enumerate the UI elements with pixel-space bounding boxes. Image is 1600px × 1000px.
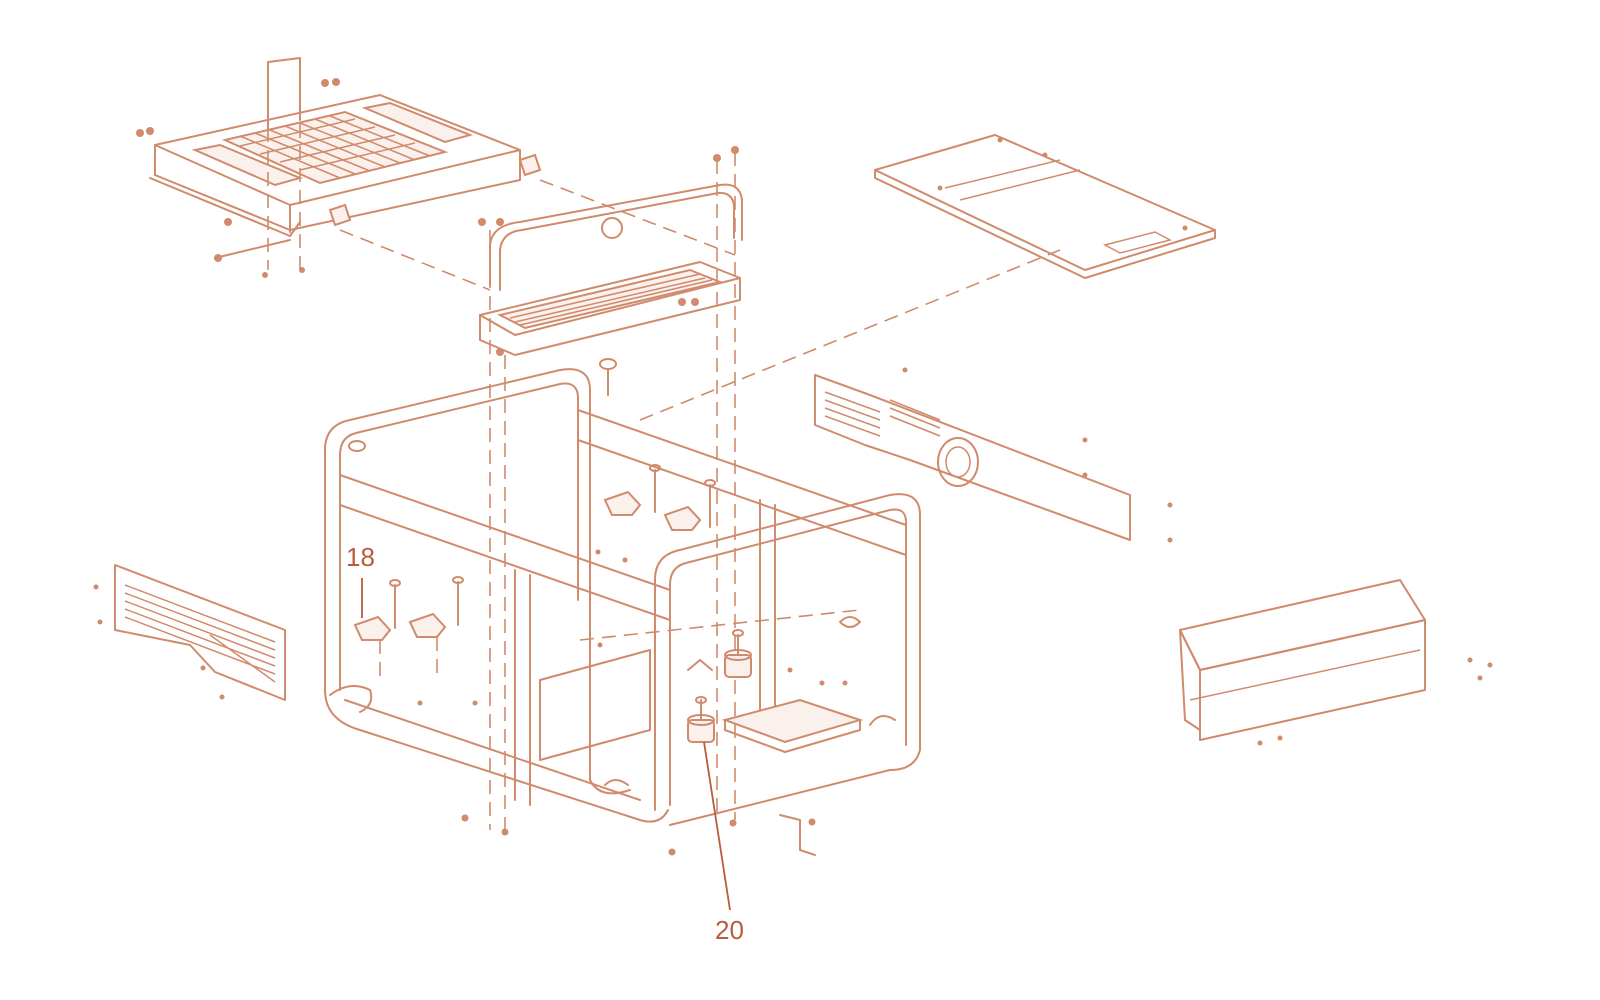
assembly-guide-lines [339, 179, 1061, 641]
callout-20-leader [703, 741, 731, 911]
engine-mounts-rear [603, 464, 716, 531]
misc-fasteners [417, 549, 861, 856]
callout-20: 20 [703, 741, 744, 945]
callout-20-label: 20 [715, 915, 744, 945]
top-cover-panel [874, 134, 1216, 279]
channel-bracket [1179, 579, 1493, 746]
rubber-dampers [687, 629, 752, 743]
top-grille-tray [136, 57, 542, 278]
engine-mounts-left [353, 576, 464, 680]
callout-18-label: 18 [346, 542, 375, 572]
top-handle-assembly [478, 146, 743, 830]
callout-18: 18 [346, 542, 375, 618]
left-side-panel [93, 564, 286, 701]
right-side-panel [814, 367, 1173, 543]
main-tube-frame [324, 358, 921, 826]
